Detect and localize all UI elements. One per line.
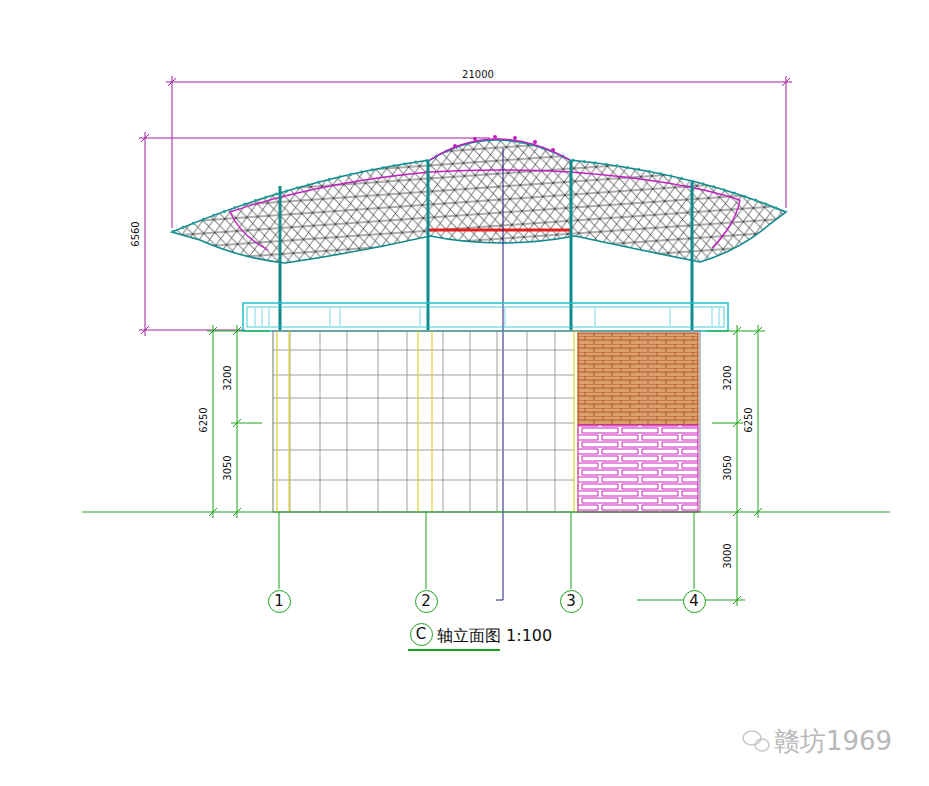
dimension-text: 3200 — [223, 365, 233, 390]
axis-bubble: C — [410, 623, 433, 646]
dimension-text: 3050 — [223, 455, 233, 480]
dimension-text: 21000 — [462, 70, 494, 80]
dimension-text: 3200 — [723, 365, 733, 390]
dimension-text: 3050 — [723, 455, 733, 480]
axis-number: C — [416, 627, 426, 642]
watermark: 赣坊1969 — [774, 728, 892, 754]
axis-number: 2 — [421, 594, 431, 609]
axis-bubble: 4 — [683, 590, 706, 613]
axis-number: 3 — [566, 594, 576, 609]
dimension-text: 6560 — [131, 221, 141, 246]
axis-number: 1 — [274, 594, 284, 609]
axis-number: 4 — [689, 594, 699, 609]
dimension-text: 6250 — [199, 407, 209, 432]
drawing-caption: 轴立面图 1:100 — [437, 628, 552, 644]
dimension-text: 3000 — [723, 543, 733, 568]
axis-bubble: 1 — [268, 590, 291, 613]
axis-bubble: 2 — [415, 590, 438, 613]
axis-bubble: 3 — [560, 590, 583, 613]
dimension-text: 6250 — [744, 407, 754, 432]
